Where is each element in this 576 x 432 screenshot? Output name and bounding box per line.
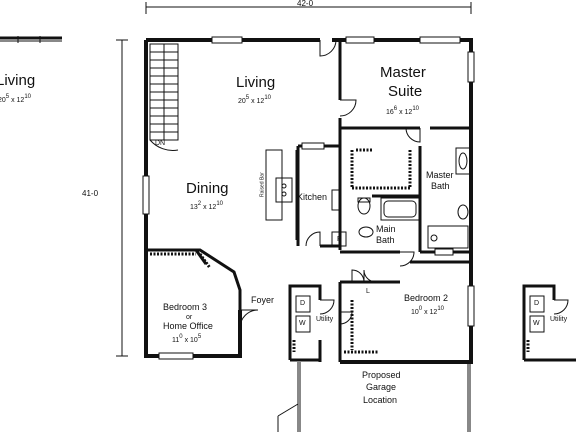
bedroom2-size: 100 x 1210: [411, 306, 445, 316]
living-name: Living: [236, 74, 276, 91]
pantry-label: P: [337, 236, 342, 243]
foyer-name: Foyer: [251, 295, 275, 305]
living-size: 205 x 1210: [238, 95, 272, 105]
garage-line3: Location: [363, 395, 398, 405]
dining-name: Dining: [186, 180, 229, 197]
raised-bar-label: Raised Bar: [259, 172, 266, 197]
bedroom3-name-line2: or: [186, 314, 193, 321]
alternate-living-fragment: [0, 36, 62, 43]
dining-size: 132 x 1210: [190, 201, 224, 211]
depth-dimension-label: 41-0: [82, 189, 99, 198]
master-bath-name-line1: Master: [426, 170, 454, 180]
closets: [150, 148, 530, 354]
utility-name: Utility: [316, 316, 334, 323]
width-dimension-line: [145, 2, 472, 14]
bedroom3-name-line3: Home Office: [163, 321, 213, 331]
garage-line1: Proposed: [362, 370, 401, 380]
stairs-down-label: DN: [155, 140, 166, 147]
linen-label: L: [366, 288, 370, 295]
kitchen-fixtures: [265, 149, 347, 247]
alt-living-name: Living: [0, 72, 36, 89]
master-suite-name-line1: Master: [380, 64, 426, 81]
master-suite-size: 166 x 1210: [386, 106, 420, 116]
bedroom3-size: 110 x 105: [172, 334, 202, 344]
garage-outline: [277, 362, 471, 432]
interior-walls: [146, 40, 471, 362]
bedroom3-name-line1: Bedroom 3: [163, 302, 208, 312]
main-bath-name-line1: Main: [376, 224, 396, 234]
dryer-label: D: [300, 300, 306, 307]
alt-living-size: 205 x 1210: [0, 94, 32, 104]
utility-fixtures: [295, 295, 311, 333]
washer-label: W: [299, 320, 306, 327]
alt-washer-label: W: [533, 320, 540, 327]
alt-dryer-label: D: [534, 300, 540, 307]
depth-dimension-line: [116, 39, 128, 357]
kitchen-name: Kitchen: [297, 192, 328, 202]
bath-fixtures: [357, 147, 471, 249]
main-bath-name-line2: Bath: [376, 235, 395, 245]
garage-line2: Garage: [366, 382, 397, 392]
windows: [142, 36, 475, 360]
master-suite-name-line2: Suite: [388, 83, 423, 100]
alternate-utility-fragment: [522, 284, 576, 362]
width-dimension-label: 42-0: [297, 0, 314, 8]
alt-utility-name: Utility: [550, 316, 568, 323]
bedroom2-name: Bedroom 2: [404, 293, 449, 303]
stairs: [149, 43, 179, 151]
master-bath-name-line2: Bath: [431, 181, 450, 191]
